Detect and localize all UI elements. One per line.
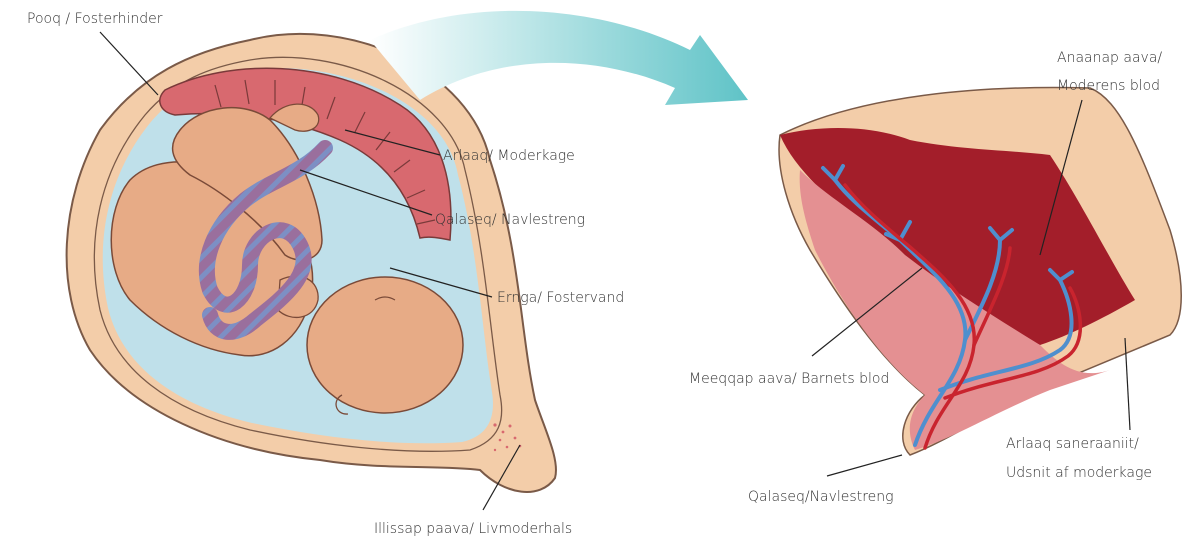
zoom-arrow [370, 11, 748, 105]
label-meeqqap: Meeqqap aava/ Barnets blod [689, 371, 889, 387]
label-saneraaniit-1: Arlaaq saneraaniit/ [1006, 436, 1139, 452]
label-anaanap-2: Moderens blod [1057, 78, 1160, 94]
leader-pooq [100, 32, 158, 95]
leader-qalaseq-right [827, 455, 902, 476]
uterus-illustration [67, 34, 556, 492]
label-qalaseq-right: Qalaseq/Navlestreng [748, 489, 894, 505]
label-saneraaniit-2: Udsnit af moderkage [1006, 465, 1152, 481]
label-qalaseq: Qalaseq/ Navlestreng [435, 212, 585, 228]
label-pooq: Pooq / Fosterhinder [27, 11, 163, 27]
label-arlaaq: Arlaaq/ Moderkage [443, 148, 575, 164]
placenta-section [779, 88, 1181, 455]
label-anaanap-1: Anaanap aava/ [1057, 50, 1162, 66]
label-ernga: Ernga/ Fostervand [497, 290, 624, 306]
label-illissap: Illissap paava/ Livmoderhals [374, 521, 572, 537]
